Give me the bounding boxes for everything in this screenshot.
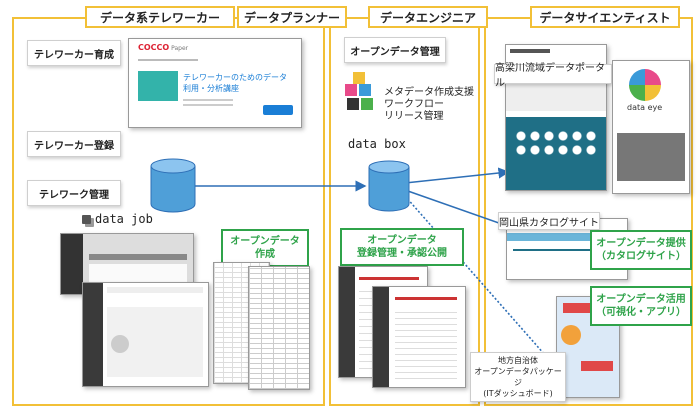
- local-gov-line3: (ITダッシュボード): [483, 389, 553, 398]
- metadata-support-line3: リリース管理: [384, 111, 444, 122]
- dataeye-logo-icon: [629, 69, 661, 101]
- lane-header-scientist: データサイエンティスト: [530, 6, 680, 28]
- datajob-logo: data job: [82, 212, 153, 226]
- course-detail-button[interactable]: [263, 105, 293, 115]
- registration-line2: 登録管理・承認公開: [357, 248, 447, 259]
- open-data-creation-line1: オープンデータ: [230, 236, 300, 247]
- cocco-logo: COCCO Paper: [138, 43, 189, 52]
- course-thumbnail: [138, 71, 178, 101]
- dataeye-screenshot: data eye: [612, 60, 690, 194]
- open-data-creation-line2: 作成: [255, 249, 275, 260]
- arrow-to-portal: [404, 167, 510, 184]
- local-gov-package-label: 地方自治体 オープンデータパッケージ (ITダッシュボード): [470, 352, 566, 402]
- metadata-support-list: メタデータ作成支援 ワークフロー リリース管理: [384, 87, 474, 123]
- telework-db-cylinder: [150, 158, 196, 213]
- open-data-provision-box: オープンデータ提供 （カタログサイト）: [590, 230, 692, 270]
- local-gov-line2: オープンデータパッケージ: [474, 367, 562, 387]
- metadata-icon: [345, 72, 375, 116]
- dataeye-name: data eye: [627, 103, 663, 112]
- databox-cylinder: [368, 160, 410, 212]
- datajob-screenshot-front: [82, 282, 209, 387]
- registration-line1: オープンデータ: [367, 235, 437, 246]
- provision-line1: オープンデータ提供: [596, 238, 686, 249]
- lane-header-engineer: データエンジニア: [368, 6, 488, 28]
- course-info-lines: [183, 99, 233, 101]
- datajob-icon: [82, 214, 91, 224]
- open-data-utilization-box: オープンデータ活用 （可視化・アプリ）: [590, 286, 692, 326]
- course-card-screenshot: COCCO Paper テレワーカーのためのデータ利用・分析講座: [128, 38, 302, 128]
- label-okayama-catalog: 岡山県カタログサイト: [498, 212, 600, 230]
- metadata-support-line2: ワークフロー: [384, 99, 444, 110]
- utilization-line1: オープンデータ活用: [596, 294, 686, 305]
- label-telework-training: テレワーカー育成: [27, 40, 121, 66]
- metadata-support-line1: メタデータ作成支援: [384, 87, 474, 98]
- label-portal: 高梁川流域データポータル: [494, 63, 612, 89]
- provision-line2: （カタログサイト）: [596, 251, 686, 262]
- registration-screenshot-front: [372, 286, 466, 388]
- lane-header-telework: データ系テレワーカー: [85, 6, 235, 28]
- spreadsheet-screenshot-2: [248, 266, 310, 390]
- local-gov-line1: 地方自治体: [498, 356, 538, 365]
- label-telework-registration: テレワーカー登録: [27, 131, 121, 157]
- utilization-line2: （可視化・アプリ）: [596, 307, 686, 318]
- arrow-to-dashboard: [404, 195, 562, 374]
- databox-logo: data box: [348, 137, 406, 151]
- course-meta-line: [138, 59, 198, 61]
- label-telework-management: テレワーク管理: [27, 180, 121, 206]
- lane-header-planner: データプランナー: [237, 6, 347, 28]
- label-open-data-management: オープンデータ管理: [344, 37, 446, 63]
- course-title: テレワーカーのためのデータ利用・分析講座: [183, 73, 287, 93]
- open-data-registration-box: オープンデータ 登録管理・承認公開: [340, 228, 464, 266]
- datajob-name: data job: [95, 212, 153, 226]
